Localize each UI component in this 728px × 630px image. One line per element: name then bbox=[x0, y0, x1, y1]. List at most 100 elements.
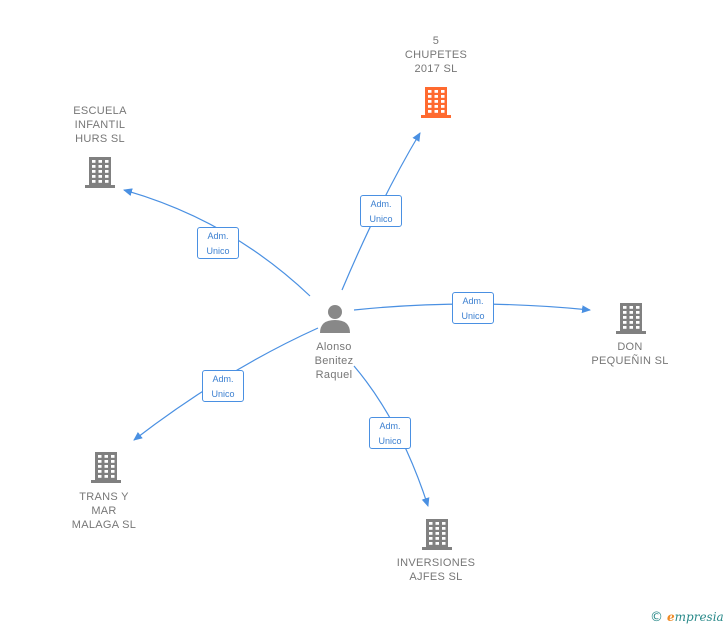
building-window bbox=[623, 311, 627, 314]
edge-label-inversiones-line2: Unico bbox=[378, 436, 402, 446]
building-window bbox=[98, 160, 102, 163]
building-window bbox=[636, 316, 640, 319]
building-window bbox=[429, 537, 433, 540]
building-window bbox=[623, 316, 627, 319]
edge-label-chupetes-line2: Unico bbox=[369, 214, 393, 224]
building-window bbox=[636, 311, 640, 314]
building-window bbox=[98, 465, 102, 468]
building-window bbox=[435, 532, 439, 535]
building-window bbox=[629, 326, 633, 329]
edge-label-chupetes-line1: Adm. bbox=[370, 199, 392, 209]
building-window bbox=[92, 165, 96, 168]
building-window bbox=[111, 465, 115, 468]
building-window bbox=[435, 542, 439, 545]
edge-label-chupetes[interactable]: Adm. Unico bbox=[360, 195, 402, 227]
person-label[interactable]: Alonso Benitez Raquel bbox=[314, 341, 354, 381]
building-window bbox=[441, 95, 445, 98]
building-window bbox=[629, 311, 633, 314]
building-window bbox=[629, 306, 633, 309]
building-window bbox=[623, 326, 627, 329]
building-window bbox=[105, 180, 109, 183]
building-window bbox=[111, 470, 115, 473]
building-window bbox=[434, 105, 438, 108]
building-window bbox=[429, 542, 433, 545]
edge-label-escuela-line2: Unico bbox=[206, 246, 230, 256]
building-window bbox=[623, 306, 627, 309]
building-window bbox=[111, 475, 115, 478]
building-window bbox=[636, 321, 640, 324]
building-window bbox=[111, 455, 115, 458]
building-window bbox=[623, 321, 627, 324]
edge-label-inversiones[interactable]: Adm. Unico bbox=[369, 417, 411, 449]
edge-label-escuela[interactable]: Adm. Unico bbox=[197, 227, 239, 259]
building-window bbox=[636, 326, 640, 329]
building-window bbox=[441, 110, 445, 113]
building-window bbox=[104, 455, 108, 458]
company-label-inversiones[interactable]: INVERSIONES AJFES SL bbox=[396, 557, 476, 583]
building-window bbox=[441, 100, 445, 103]
building-window bbox=[98, 165, 102, 168]
building-window bbox=[434, 110, 438, 113]
building-window bbox=[98, 470, 102, 473]
edge-label-don-line2: Unico bbox=[461, 311, 485, 321]
building-window bbox=[435, 527, 439, 530]
building-window bbox=[98, 175, 102, 178]
building-window bbox=[435, 537, 439, 540]
building-window bbox=[442, 532, 446, 535]
brand-initial: e bbox=[667, 610, 675, 624]
building-window bbox=[105, 175, 109, 178]
edge-label-trans[interactable]: Adm. Unico bbox=[202, 370, 244, 402]
building-window bbox=[104, 470, 108, 473]
person-icon[interactable] bbox=[320, 305, 350, 333]
building-window bbox=[629, 321, 633, 324]
building-window bbox=[98, 180, 102, 183]
building-window bbox=[442, 542, 446, 545]
building-window bbox=[428, 105, 432, 108]
building-window bbox=[434, 90, 438, 93]
building-window bbox=[104, 465, 108, 468]
edge-label-don[interactable]: Adm. Unico bbox=[452, 292, 494, 324]
building-window bbox=[636, 306, 640, 309]
company-label-escuela[interactable]: ESCUELA INFANTIL HURS SL bbox=[73, 105, 127, 145]
edge-label-don-line1: Adm. bbox=[462, 296, 484, 306]
building-window bbox=[429, 527, 433, 530]
building-window bbox=[92, 160, 96, 163]
building-window bbox=[441, 105, 445, 108]
empresia-logo: © empresia bbox=[650, 610, 724, 625]
building-window bbox=[428, 110, 432, 113]
building-window bbox=[104, 475, 108, 478]
building-window bbox=[441, 90, 445, 93]
building-window bbox=[442, 522, 446, 525]
company-label-trans[interactable]: TRANS Y MAR MALAGA SL bbox=[71, 491, 137, 531]
edge-label-trans-line2: Unico bbox=[211, 389, 235, 399]
company-label-don[interactable]: DON PEQUEÑIN SL bbox=[591, 341, 669, 367]
building-window bbox=[429, 522, 433, 525]
building-window bbox=[105, 170, 109, 173]
building-window bbox=[98, 455, 102, 458]
building-window bbox=[104, 460, 108, 463]
edge-label-escuela-line1: Adm. bbox=[207, 231, 229, 241]
building-window bbox=[434, 100, 438, 103]
building-window bbox=[105, 165, 109, 168]
building-window bbox=[98, 170, 102, 173]
building-window bbox=[429, 532, 433, 535]
building-window bbox=[92, 170, 96, 173]
building-window bbox=[111, 460, 115, 463]
building-window bbox=[435, 522, 439, 525]
building-window bbox=[428, 100, 432, 103]
brand-name: mpresia bbox=[674, 610, 724, 624]
building-window bbox=[98, 475, 102, 478]
copyright-symbol: © bbox=[650, 610, 663, 625]
company-label-chupetes[interactable]: 5 CHUPETES 2017 SL bbox=[404, 35, 468, 75]
building-window bbox=[442, 527, 446, 530]
building-window bbox=[428, 95, 432, 98]
building-windows bbox=[92, 90, 640, 545]
building-window bbox=[105, 160, 109, 163]
building-window bbox=[92, 175, 96, 178]
building-window bbox=[442, 537, 446, 540]
building-window bbox=[434, 95, 438, 98]
building-window bbox=[629, 316, 633, 319]
edge-label-inversiones-line1: Adm. bbox=[379, 421, 401, 431]
building-window bbox=[98, 460, 102, 463]
